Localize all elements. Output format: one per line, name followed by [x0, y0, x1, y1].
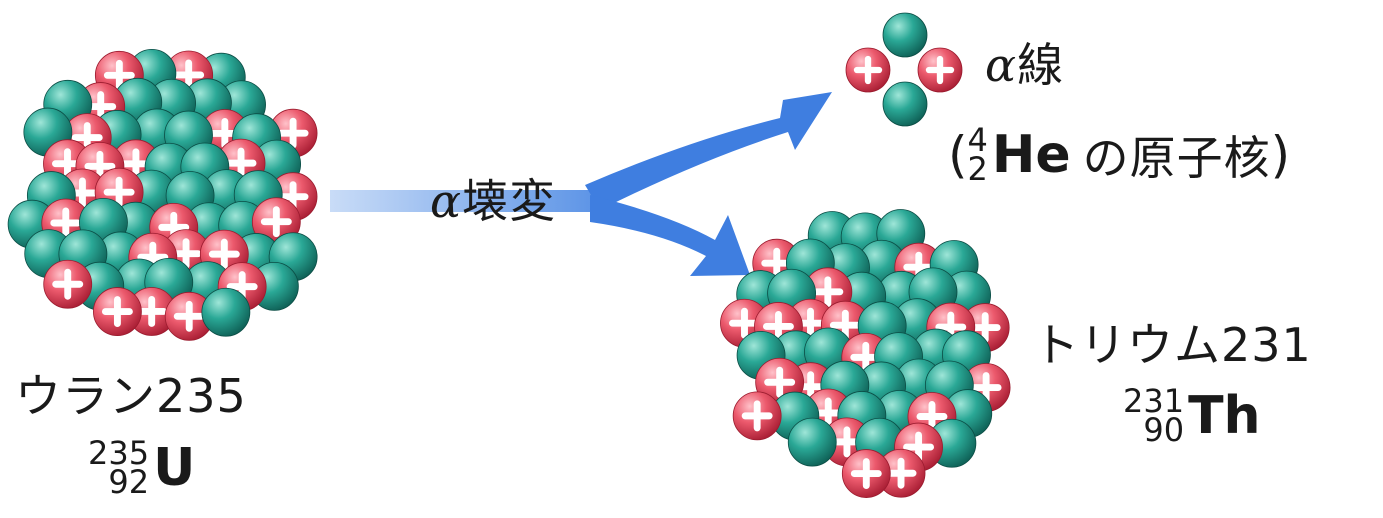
plus-sign	[850, 341, 882, 373]
plus-sign	[101, 296, 133, 328]
plus-sign	[277, 117, 309, 149]
thorium-symbol: Th	[1188, 386, 1261, 446]
helium-suffix: の原子核	[1082, 131, 1271, 185]
plus-sign	[853, 55, 883, 85]
uranium-atomic-number: 92	[108, 463, 150, 501]
plus-sign	[208, 238, 240, 270]
thorium-mass-number: 231	[1123, 381, 1185, 420]
plus-sign	[829, 309, 861, 341]
plus-sign	[103, 59, 135, 91]
plus-sign	[970, 372, 1002, 403]
uranium-notation: 235 92 U	[88, 433, 196, 501]
uranium-nucleus	[7, 48, 318, 341]
plus-sign	[136, 296, 168, 327]
thorium-nucleus	[720, 209, 1011, 498]
decay-text: 壊変	[462, 174, 557, 228]
plus-sign	[850, 458, 882, 490]
plus-sign	[52, 268, 84, 300]
plus-sign	[812, 397, 844, 429]
plus-sign	[764, 366, 796, 398]
plus-sign	[761, 247, 793, 279]
alpha-ray-label: α線	[985, 42, 1064, 88]
alpha-particle	[845, 12, 963, 127]
thorium-numbers: 231 90	[1123, 381, 1185, 449]
uranium-symbol: U	[153, 438, 196, 498]
close-paren: )	[1270, 126, 1291, 184]
plus-sign	[50, 207, 82, 239]
plus-sign	[916, 401, 948, 432]
thorium-name: トリウム231	[1033, 318, 1312, 372]
decay-label: α壊変	[430, 178, 556, 224]
plus-sign	[52, 148, 83, 180]
plus-sign	[84, 150, 116, 182]
plus-sign	[103, 176, 135, 208]
neutron	[882, 12, 928, 58]
plus-sign	[173, 59, 205, 91]
plus-sign	[969, 312, 1001, 344]
plus-sign	[173, 300, 205, 332]
plus-sign	[741, 400, 773, 432]
plus-sign	[925, 55, 955, 85]
neutron	[201, 287, 251, 337]
plus-sign	[170, 238, 202, 270]
plus-sign	[225, 147, 257, 179]
incoming-arrow-shaft	[330, 190, 600, 212]
neutron	[882, 81, 928, 127]
plus-sign	[85, 91, 117, 122]
decay-greek-letter: α	[430, 174, 463, 228]
uranium-name: ウラン235	[15, 369, 247, 423]
plus-sign	[812, 276, 844, 308]
arrow-to-thorium	[590, 195, 750, 276]
thorium-atomic-number: 90	[1143, 411, 1185, 449]
neutron	[787, 417, 837, 467]
alpha-ray-greek-letter: α	[985, 38, 1018, 92]
helium-numbers: 4 2	[967, 120, 988, 188]
plus-sign	[762, 310, 794, 342]
helium-atomic-number: 2	[967, 150, 988, 188]
helium-mass-number: 4	[967, 120, 988, 159]
thorium-notation: 231 90 Th	[1123, 381, 1261, 449]
plus-sign	[260, 206, 292, 238]
plus-sign	[903, 431, 935, 463]
arrow-to-alpha-ray	[585, 92, 832, 210]
plus-sign	[885, 457, 917, 489]
plus-sign	[120, 148, 152, 180]
plus-sign	[831, 426, 863, 458]
plus-sign	[729, 307, 760, 339]
uranium-mass-number: 235	[88, 433, 150, 472]
uranium-numbers: 235 92	[88, 433, 150, 501]
open-paren: (	[948, 126, 968, 184]
helium-nucleus-notation: ( 4 2 He の原子核 )	[948, 122, 1290, 188]
helium-symbol: He	[991, 125, 1071, 185]
alpha-ray-text: 線	[1017, 38, 1065, 92]
